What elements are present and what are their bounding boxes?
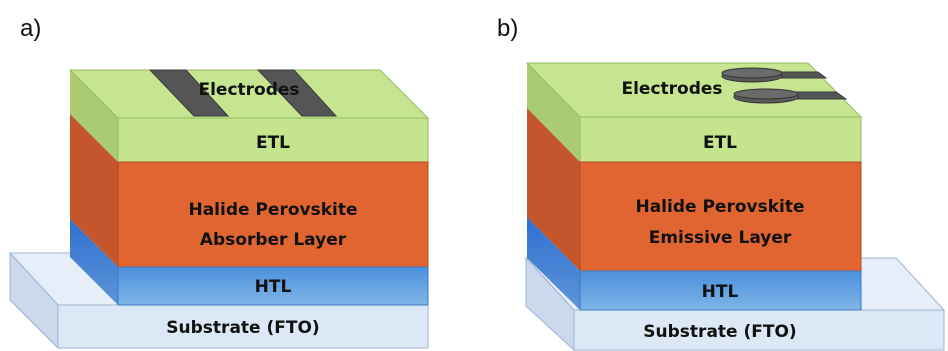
panel-b-etl-label: ETL: [703, 133, 737, 153]
panel-a-htl-label: HTL: [255, 277, 292, 297]
panel-b-stack-side: [527, 63, 580, 310]
panel-b-electrodes-label: Electrodes: [621, 79, 722, 99]
panel-a: a) Electrodes ETL Halide Perov: [8, 15, 430, 350]
panel-a-label: a): [20, 15, 41, 42]
panel-a-electrode-strip-1: [148, 69, 230, 117]
panel-b-substrate-label: Substrate (FTO): [643, 322, 796, 342]
panel-a-htl: HTL: [117, 266, 429, 306]
panel-a-perovskite-label-line1: Halide Perovskite: [188, 200, 357, 220]
panel-b-htl: HTL: [579, 270, 862, 311]
panel-a-stack-side: [70, 70, 118, 305]
panel-a-electrode-strip-2: [256, 69, 338, 117]
panel-b-perovskite-label-line1: Halide Perovskite: [635, 197, 804, 217]
panel-b-perovskite-label-line2: Emissive Layer: [649, 228, 792, 248]
panel-a-etl: ETL: [117, 117, 429, 163]
panel-a-electrode-layer-top: Electrodes: [68, 69, 430, 119]
panel-a-perovskite-label-line2: Absorber Layer: [200, 230, 347, 250]
panel-b-etl: ETL: [579, 116, 862, 163]
panel-a-substrate-label: Substrate (FTO): [166, 318, 319, 338]
panel-b: b) Electrodes: [497, 15, 946, 351]
panel-b-htl-label: HTL: [702, 282, 739, 302]
panel-b-electrode-layer-top: Electrodes: [525, 62, 863, 118]
panel-b-perovskite: Halide Perovskite Emissive Layer: [579, 161, 862, 272]
panel-b-electrode-pad-1: [721, 67, 828, 83]
panel-a-perovskite: Halide Perovskite Absorber Layer: [117, 161, 429, 268]
panel-b-electrode-pad-2: [733, 88, 848, 104]
panel-a-etl-label: ETL: [256, 133, 290, 153]
panel-b-label: b): [497, 15, 518, 42]
panel-a-electrodes-label: Electrodes: [198, 80, 299, 100]
